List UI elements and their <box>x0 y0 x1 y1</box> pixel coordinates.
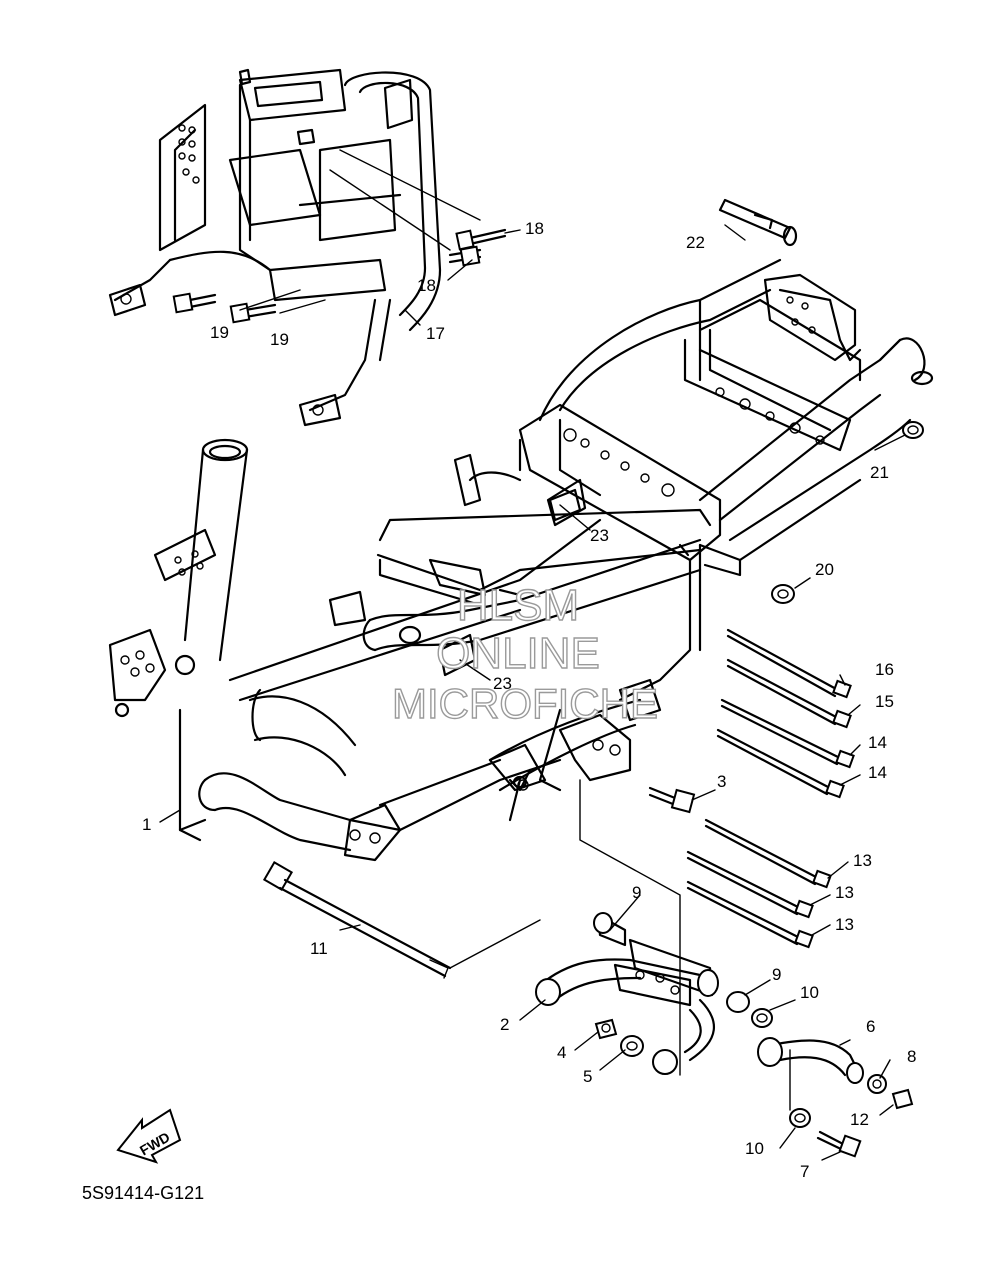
watermark-line-3: MICROFICHE <box>392 680 658 727</box>
callout-7: 7 <box>800 1162 809 1181</box>
leader-lines <box>159 149 906 1161</box>
part-22-fuse-holder <box>718 198 798 247</box>
callout-1: 1 <box>142 815 151 834</box>
callout-10b: 10 <box>745 1139 764 1158</box>
callout-18a: 18 <box>525 219 544 238</box>
callout-12: 12 <box>850 1110 869 1129</box>
callout-20: 20 <box>815 560 834 579</box>
callout-22: 22 <box>686 233 705 252</box>
watermark: HLSM ONLINE MICROFICHE <box>391 580 658 727</box>
callout-8: 8 <box>907 1047 916 1066</box>
bolt-3 <box>648 786 696 814</box>
watermark-line-2: ONLINE <box>436 629 600 678</box>
bolt-11 <box>262 860 452 979</box>
callout-3: 3 <box>717 772 726 791</box>
callout-10a: 10 <box>800 983 819 1002</box>
callout-9b: 9 <box>772 965 781 984</box>
callout-19b: 19 <box>270 330 289 349</box>
callout-16: 16 <box>875 660 894 679</box>
callout-labels: 1 2 3 4 5 6 7 8 9 9 10 10 11 12 13 13 13… <box>142 219 916 1181</box>
callout-13c: 13 <box>835 915 854 934</box>
fwd-arrow: FWD <box>116 1108 182 1164</box>
callout-18b: 18 <box>417 276 436 295</box>
cable-ties <box>686 628 855 949</box>
rear-bracket-assembly <box>108 68 442 427</box>
callout-4: 4 <box>557 1043 566 1062</box>
callout-6: 6 <box>866 1017 875 1036</box>
watermark-line-1: HLSM <box>457 581 579 630</box>
callout-19a: 19 <box>210 323 229 342</box>
callout-13b: 13 <box>835 883 854 902</box>
callout-15: 15 <box>875 692 894 711</box>
callout-11: 11 <box>310 939 328 958</box>
callout-5: 5 <box>583 1067 592 1086</box>
callout-14b: 14 <box>868 763 887 782</box>
part-23-labels <box>438 478 587 677</box>
diagram-code: 5S91414-G121 <box>82 1183 204 1203</box>
callout-13a: 13 <box>853 851 872 870</box>
main-frame <box>108 258 934 862</box>
bolts-18-19 <box>172 228 507 324</box>
callout-2: 2 <box>500 1015 509 1034</box>
callout-9a: 9 <box>632 883 641 902</box>
engine-mount-assembly <box>535 912 914 1158</box>
callout-14a: 14 <box>868 733 887 752</box>
callout-21: 21 <box>870 463 889 482</box>
callout-23a: 23 <box>590 526 609 545</box>
callout-23b: 23 <box>493 674 512 693</box>
callout-17: 17 <box>426 324 445 343</box>
collars-20-21 <box>771 421 924 604</box>
